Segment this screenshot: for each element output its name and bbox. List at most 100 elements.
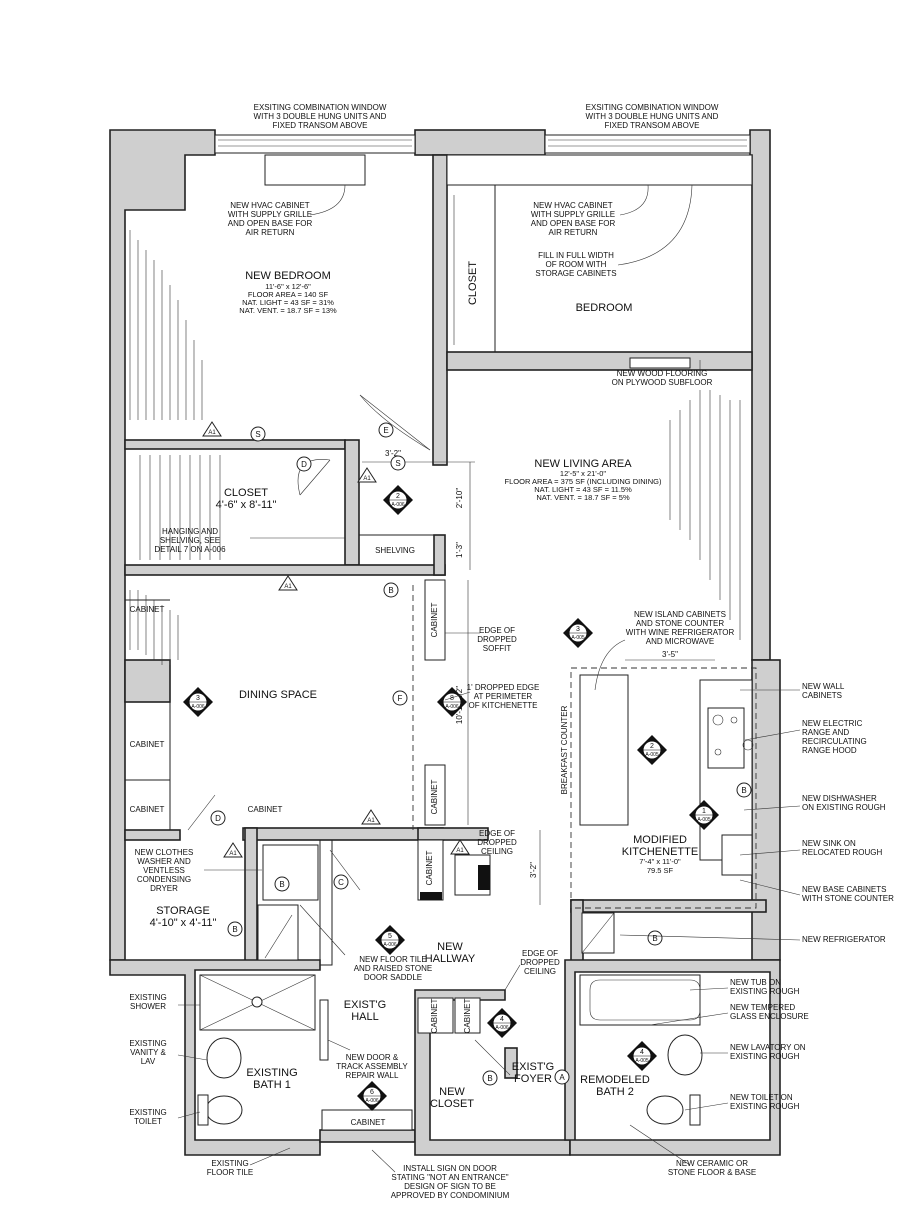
svg-text:A1: A1 [208,430,216,436]
hvac-left-note-2: WITH SUPPLY GRILLE [228,210,312,219]
floor-tile-note-2: AND RAISED STONE [354,964,433,973]
vanity-note-1: EXISTING [129,1039,166,1048]
door-swings [187,394,511,1076]
wall-kitchen-inner [570,899,767,913]
section-sheet: A-006 [383,942,397,948]
hvac-cabinet-right [446,154,753,186]
floor-tile-exist-note-1: EXISTING [211,1159,248,1168]
door-tag-d-1: D [296,456,312,472]
storage-shelf [257,904,299,961]
lavatory-note-2: EXISTING ROUGH [730,1052,800,1061]
a1-tags: A1 A1 A1 A1 A1 A1 [202,421,470,858]
cabinet-label-1: CABINET [130,605,165,614]
windows [214,134,753,186]
section-marker-4-a-005: 4A-005 [627,1041,657,1071]
wall-cab-note-1: NEW WALL [802,682,845,691]
base-cab-note-2: WITH STONE COUNTER [802,894,894,903]
svg-text:B: B [388,586,393,595]
toilet-2 [646,1095,684,1125]
door-tag-s-2: S [390,455,406,471]
cabinet-label-4: CABINET [248,805,283,814]
dishwasher-note-1: NEW DISHWASHER [802,794,877,803]
door-tag-b-2: B [736,782,752,798]
wall-foyer-stub [504,1047,518,1079]
section-marker-5-a-006: 5A-006 [375,925,405,955]
shelving-label: SHELVING [375,546,415,555]
section-sheet: A-005 [635,1058,649,1064]
section-number: 3 [196,695,200,702]
svg-text:C: C [338,878,344,887]
wall-east-upper [749,129,771,661]
closet-vertical-box [446,184,496,353]
hvac-left-note-1: NEW HVAC CABINET [230,201,310,210]
range-note-3: RECIRCULATING [802,737,867,746]
section-number: 6 [370,1089,374,1096]
island-note-2: AND STONE COUNTER [636,619,725,628]
lavatory-1 [206,1037,242,1079]
cabinet-label-9: CABINET [463,999,472,1034]
toilet-new-note-1: NEW TOILET ON [730,1093,793,1102]
wall-cab-note-2: CABINETS [802,691,842,700]
island-note-4: AND MICROWAVE [646,637,714,646]
window-right-note-1: EXSITING COMBINATION WINDOW [586,103,719,112]
glass-note-1: NEW TEMPERED [730,1003,795,1012]
room-foyer-2: FOYER [514,1073,552,1085]
room-kitchenette-2: KITCHENETTE [622,846,698,858]
room-new-living-vent: NAT. VENT. = 18.7 SF = 5% [536,493,630,502]
tub-note-1: NEW TUB ON [730,978,781,987]
section-marker-6-a-006: 6A-006 [357,1081,387,1111]
daylight-hatching [129,230,741,665]
range-note-2: RANGE AND [802,728,849,737]
room-kitchenette-area: 79.5 SF [647,866,674,875]
room-new-living-light: NAT. LIGHT = 43 SF = 11.5% [534,485,632,494]
section-sheet: A-005 [571,635,585,641]
toilet-new-note-2: EXISTING ROUGH [730,1102,800,1111]
room-kitchenette-1: MODIFIED [633,834,687,846]
cabinet-label-8: CABINET [430,999,439,1034]
range-note-1: NEW ELECTRIC [802,719,863,728]
window-right-note-2: WITH 3 DOUBLE HUNG UNITS AND [586,112,719,121]
cabinet-lower [424,764,446,826]
room-foyer-1: EXIST'G [512,1061,554,1073]
refrigerator-note: NEW REFRIGERATOR [802,935,886,944]
washer-note-2: WASHER AND [137,857,191,866]
hvac-right-note-1: NEW HVAC CABINET [533,201,613,210]
section-sheet: A-006 [191,704,205,710]
ceiling2-note-2: DROPPED [520,958,560,967]
svg-text:D: D [215,814,221,823]
hvac-right-note-3: AND OPEN BASE FOR [531,219,616,228]
section-marker-1-a-005: 1A-005 [689,800,719,830]
fill-width-note-2: OF ROOM WITH [546,260,607,269]
washer-note-1: NEW CLOTHES [135,848,194,857]
door-tag-f: F [392,690,408,706]
wall-shelving-end [433,534,446,576]
dropped-edge-note-2: AT PERIMETER [474,692,533,701]
fill-width-note-1: FILL IN FULL WIDTH [538,251,614,260]
dimension-1-3: 1'-3" [455,542,464,558]
dimension-2-10: 2'-10" [455,488,464,509]
vanity-note-3: LAV [141,1057,156,1066]
range [707,707,745,769]
lavatory-note-1: NEW LAVATORY ON [730,1043,806,1052]
room-bath2-1: REMODELED [580,1074,650,1086]
toilet-1 [205,1095,243,1125]
sink-note-2: RELOCATED ROUGH [802,848,883,857]
section-markers: 2A-0063A-0068A-0063A-0052A-0051A-0055A-0… [183,485,719,1111]
svg-text:A1: A1 [363,476,371,482]
door-track-note-3: REPAIR WALL [346,1071,399,1080]
wall-new-closet [414,989,571,1156]
room-kitchenette-size: 7'-4" x 11'-0" [639,857,681,866]
section-number: 4 [640,1049,644,1056]
ceiling2-note-3: CEILING [524,967,556,976]
door-tags: S D E S F D C B B B B A [210,422,752,1086]
door-tag-b-4: B [482,1070,498,1086]
hanging-note-1: HANGING AND [162,527,218,536]
cabinet-label-5: CABINET [430,603,439,638]
wood-flooring-note-2: ON PLYWOOD SUBFLOOR [612,378,713,387]
floor-tile-exist-note-2: FLOOR TILE [207,1168,254,1177]
hvac-right-note-4: AIR RETURN [549,228,598,237]
section-number: 1 [702,808,706,815]
svg-text:A1: A1 [229,851,237,857]
room-new-hallway-1: NEW [437,941,463,953]
